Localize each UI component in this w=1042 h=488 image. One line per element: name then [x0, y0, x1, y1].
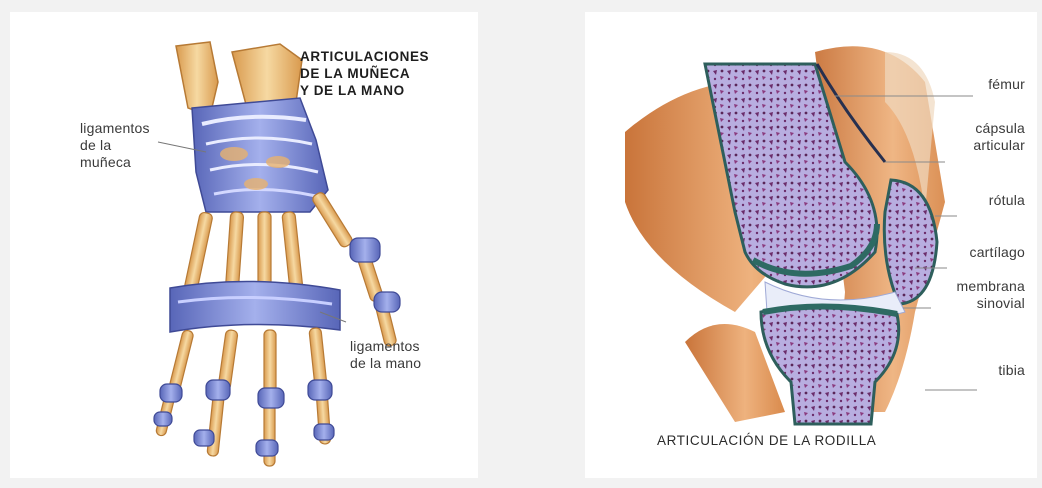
hand-illustration-panel: ARTICULACIONES DE LA MUÑECA Y DE LA MANO… [10, 12, 478, 478]
knuckle-ligament-band [170, 281, 340, 332]
finger-joint-ligaments [154, 380, 334, 456]
label-patella: rótula [989, 192, 1025, 209]
label-articular-capsule: cápsula articular [973, 120, 1025, 154]
knee-title: ARTICULACIÓN DE LA RODILLA [657, 432, 876, 449]
label-femur: fémur [988, 76, 1025, 93]
label-synovial-membrane: membrana sinovial [956, 278, 1025, 312]
wrist-ligaments [192, 98, 328, 212]
label-wrist-ligaments: ligamentos de la muñeca [80, 120, 150, 171]
label-hand-ligaments: ligamentos de la mano [350, 338, 421, 372]
label-tibia: tibia [998, 362, 1025, 379]
thumb-bones [350, 238, 400, 347]
ulna-bone [176, 42, 218, 116]
label-cartilage: cartílago [970, 244, 1026, 261]
knee-illustration-panel: fémur cápsula articular rótula cartílago… [585, 12, 1037, 478]
hand-title: ARTICULACIONES DE LA MUÑECA Y DE LA MANO [300, 48, 429, 99]
